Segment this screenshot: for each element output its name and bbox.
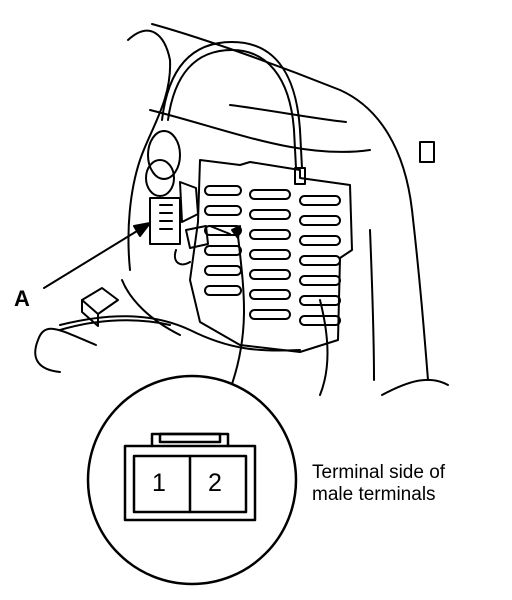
grid-slot [249,289,291,300]
grid-slot [249,309,291,320]
grid-slot [249,269,291,280]
grid-slot [299,295,341,306]
grid-slot [299,235,341,246]
heater-wire [161,41,306,185]
grid-slot [204,185,242,196]
grid-slot [204,285,242,296]
grid-slot [299,195,341,206]
detail-circle [86,374,298,586]
callout-a-leader [43,222,151,289]
grid-slot [249,189,291,200]
detail-leader [231,225,245,385]
pin-2-label: 2 [208,469,222,497]
grid-slot [204,225,242,236]
grid-slot [299,315,341,326]
grid-slot [299,255,341,266]
callout-label-a: A [14,286,30,311]
grid-slot [249,249,291,260]
grid-slot [204,205,242,216]
heater-grid [189,159,353,353]
grid-slot [249,209,291,220]
pin-1-label: 1 [152,469,166,497]
grid-slot [299,275,341,286]
terminal-caption: Terminal side of male terminals [312,462,445,506]
seat-back-outline [34,23,449,396]
grid-slot [204,245,242,256]
grid-slot [249,229,291,240]
grid-slot [299,215,341,226]
caption-line-2: male terminals [312,484,436,505]
seat-belt-buckle [59,287,171,331]
connector-face [123,432,257,522]
connector-a [145,130,231,266]
grid-slot [204,265,242,276]
caption-line-1: Terminal side of [312,462,446,483]
